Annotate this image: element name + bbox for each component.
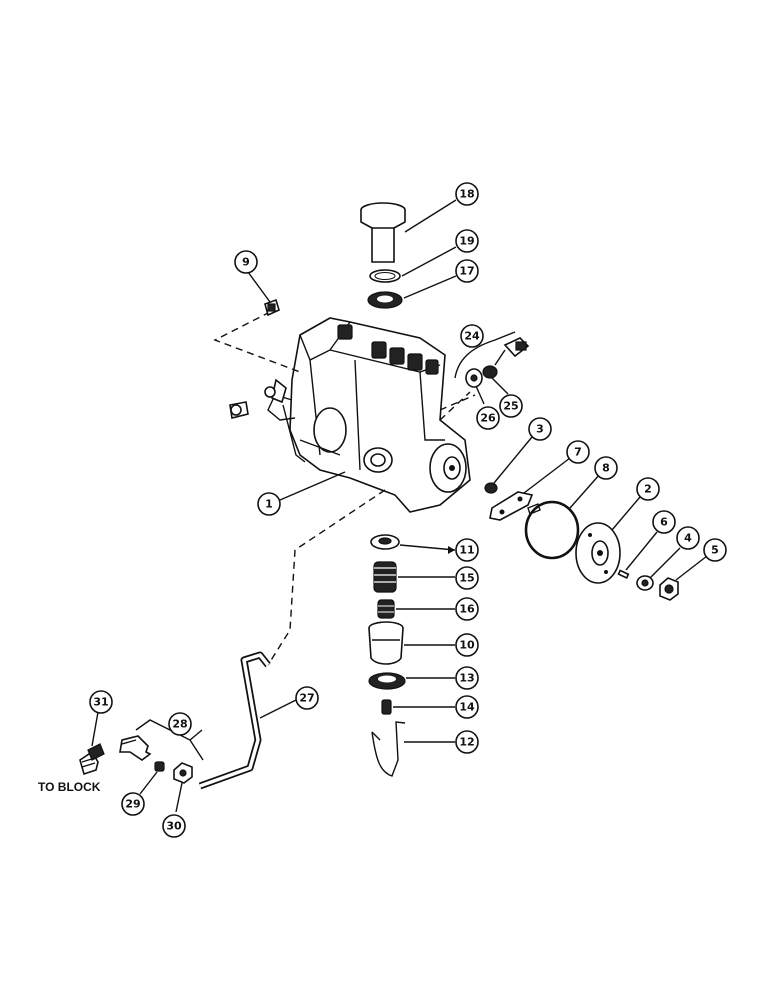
part-8-o-ring <box>524 473 601 560</box>
part-30-nut <box>173 762 193 813</box>
svg-text:12: 12 <box>459 736 474 749</box>
part-19-seal-ring <box>369 246 457 283</box>
svg-text:10: 10 <box>459 639 475 652</box>
part-7-plate <box>489 457 571 521</box>
svg-text:4: 4 <box>684 532 692 545</box>
dashed-leaders <box>213 311 476 666</box>
callout-19: 19 <box>455 229 479 253</box>
part-31-connector <box>79 711 105 776</box>
callout-3: 3 <box>528 417 552 441</box>
callout-7: 7 <box>566 440 590 464</box>
part-24-fitting-group <box>454 331 530 379</box>
callout-8: 8 <box>594 456 618 480</box>
svg-text:1: 1 <box>265 498 273 511</box>
to-block-label: TO BLOCK <box>38 780 101 794</box>
svg-text:17: 17 <box>459 265 474 278</box>
svg-text:27: 27 <box>299 692 314 705</box>
part-14-plug <box>381 699 455 715</box>
svg-text:16: 16 <box>459 603 475 616</box>
callout-9: 9 <box>234 250 258 274</box>
part-27-fuel-line <box>198 651 297 790</box>
part-10-bowl <box>368 621 455 665</box>
part-17-washer <box>367 275 457 309</box>
callout-30: 30 <box>162 814 186 838</box>
part-26-washer <box>465 368 485 405</box>
callouts: 18 19 17 9 24 26 25 3 7 8 2 6 4 5 1 11 1… <box>89 182 727 838</box>
callout-2: 2 <box>636 477 660 501</box>
svg-text:6: 6 <box>660 516 668 529</box>
callout-10: 10 <box>455 633 479 657</box>
callout-13: 13 <box>455 666 479 690</box>
callout-6: 6 <box>652 510 676 534</box>
svg-text:3: 3 <box>536 423 544 436</box>
callout-16: 16 <box>455 597 479 621</box>
callout-14: 14 <box>455 695 479 719</box>
svg-text:30: 30 <box>166 820 182 833</box>
svg-text:11: 11 <box>459 544 474 557</box>
part-25-nut <box>482 365 509 395</box>
svg-text:5: 5 <box>711 544 719 557</box>
callout-31: 31 <box>89 690 113 714</box>
part-16-spring <box>377 599 455 619</box>
part-15-spring <box>373 561 455 593</box>
injection-pump <box>229 317 471 513</box>
svg-text:7: 7 <box>574 446 582 459</box>
part-18-filter <box>360 199 457 263</box>
callout-18: 18 <box>455 182 479 206</box>
part-11-washer <box>370 534 456 554</box>
svg-text:28: 28 <box>172 718 187 731</box>
callout-29: 29 <box>121 792 145 816</box>
callout-25: 25 <box>499 394 523 418</box>
callout-28: 28 <box>168 712 192 736</box>
svg-text:14: 14 <box>459 701 475 714</box>
part-9-screw <box>247 271 280 317</box>
svg-text:15: 15 <box>459 572 474 585</box>
svg-text:24: 24 <box>464 330 480 343</box>
svg-text:29: 29 <box>125 798 140 811</box>
svg-text:9: 9 <box>242 256 250 269</box>
callout-24: 24 <box>460 324 484 348</box>
callout-5: 5 <box>703 538 727 562</box>
svg-text:8: 8 <box>602 462 610 475</box>
callout-11: 11 <box>455 538 479 562</box>
svg-text:19: 19 <box>459 235 474 248</box>
part-12-bail-clamp <box>371 721 455 777</box>
svg-text:26: 26 <box>480 412 496 425</box>
svg-text:31: 31 <box>93 696 108 709</box>
callout-4: 4 <box>676 526 700 550</box>
part-3-nut <box>484 436 533 494</box>
svg-text:13: 13 <box>459 672 474 685</box>
part-29-sleeve <box>139 761 165 795</box>
part-2-hub <box>575 496 641 584</box>
callout-26: 26 <box>476 406 500 430</box>
part-5-nut <box>659 555 708 601</box>
svg-text:2: 2 <box>644 483 652 496</box>
svg-text:25: 25 <box>503 400 518 413</box>
callout-12: 12 <box>455 730 479 754</box>
callout-27: 27 <box>295 686 319 710</box>
svg-text:18: 18 <box>459 188 474 201</box>
callout-17: 17 <box>455 259 479 283</box>
part-6-key <box>617 531 658 579</box>
callout-1: 1 <box>257 492 281 516</box>
part-4-washer <box>636 547 681 591</box>
callout-15: 15 <box>455 566 479 590</box>
part-13-ring-nut <box>368 672 455 690</box>
